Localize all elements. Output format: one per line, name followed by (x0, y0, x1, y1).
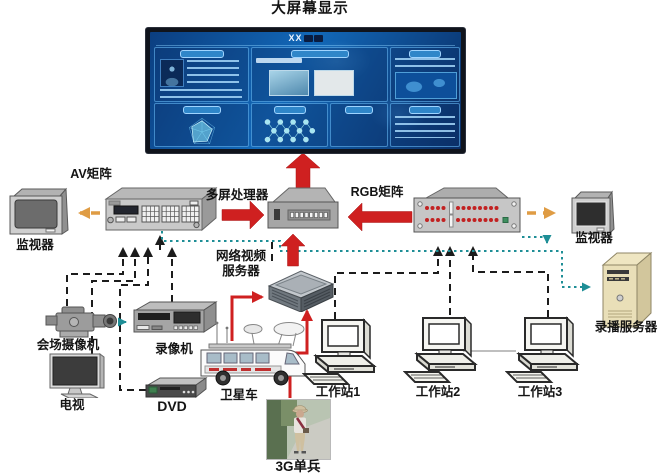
workstation-1-label: 工作站1 (315, 385, 361, 399)
redacted-block (313, 35, 323, 42)
panel-header (290, 50, 349, 58)
workstation-3-device (505, 316, 581, 388)
rgb-matrix-device (412, 186, 524, 238)
dashboard-network-panel (251, 103, 328, 147)
tv-device (48, 352, 108, 398)
nvs-to-processor-arrow (280, 233, 306, 267)
desktop-pc-icon (403, 316, 478, 383)
dashboard-aux-panel-2 (390, 103, 460, 147)
recorder-device (132, 300, 218, 340)
panel-header (273, 106, 306, 114)
dashboard-map-panel (390, 47, 460, 102)
av-matrix-label: AV矩阵 (70, 167, 112, 181)
network-video-server-label-line1: 网络视频 (215, 249, 266, 263)
avmatrix-to-processor-arrow (221, 200, 265, 230)
video-thumb-1 (269, 70, 309, 96)
desktop-pc-icon (302, 318, 377, 385)
dashboard: XX (150, 32, 461, 149)
monitor-left-label: 监视器 (16, 238, 54, 252)
panel-header (345, 106, 373, 114)
node-graph (264, 119, 316, 143)
venue-camera-device (44, 303, 120, 341)
crt-monitor-icon (9, 187, 69, 235)
camcorder-icon (45, 306, 117, 338)
panel-header (409, 50, 441, 58)
rgb-matrix-label: RGB矩阵 (350, 185, 404, 199)
main-red-arrows (221, 152, 413, 267)
dashboard-title: XX (150, 33, 461, 43)
record-server-label: 录播服务器 (594, 320, 658, 334)
dvd-player-icon (145, 377, 208, 399)
dashboard-aux-panel-1 (330, 103, 388, 147)
multi-screen-processor-device (265, 186, 341, 236)
soldier-photo-image (267, 400, 330, 459)
dvd-label: DVD (157, 398, 187, 414)
rgb-matrix-icon (413, 187, 521, 233)
avmatrix-to-recordserver-line (161, 231, 591, 292)
dashboard-profile-panel (154, 47, 249, 102)
av-matrix-device (104, 186, 218, 236)
diagram-title: 大屏幕显示 (271, 1, 349, 17)
tv-label: 电视 (59, 398, 85, 412)
satellite-van-device (197, 316, 313, 388)
av-matrix-icon (104, 186, 218, 232)
crt-monitor-icon (571, 190, 615, 235)
dashboard-divider (156, 45, 455, 46)
satellite-van-label: 卫星车 (220, 388, 258, 402)
workstation-2-device (403, 316, 479, 388)
profile-text-lines (160, 89, 242, 98)
aux-table-lines (395, 116, 455, 138)
profile-photo (160, 59, 184, 87)
dvd-device (144, 377, 208, 402)
mini-map (395, 72, 457, 99)
venue-camera-label: 会场摄像机 (36, 338, 100, 352)
processor-icon (267, 187, 339, 229)
network-video-server-label-line2: 服务器 (222, 264, 260, 278)
record-server-device (599, 251, 655, 333)
processor-label: 多屏处理器 (205, 188, 269, 202)
recorder-label: 录像机 (155, 342, 193, 356)
monitor-left-device (8, 186, 70, 238)
radar-chart (188, 117, 215, 145)
monitor-right-device (570, 189, 616, 237)
rgbmatrix-to-processor-arrow (347, 202, 413, 232)
dvd-to-avmatrix-line (119, 247, 153, 391)
camera-to-avmatrix-line (66, 247, 128, 306)
panel-header (182, 106, 221, 114)
dashboard-radar-panel (154, 103, 249, 147)
vcr-icon (133, 301, 218, 333)
desktop-pc-icon (505, 316, 580, 383)
network-server-icon (267, 270, 335, 312)
monitor-right-label: 监视器 (575, 231, 613, 245)
flat-tv-icon (49, 353, 105, 398)
workstation-1-device (302, 318, 378, 390)
network-video-server-device (266, 268, 336, 312)
workstation-3-label: 工作站3 (517, 385, 563, 399)
map-panel-text (395, 58, 455, 70)
video-thumb-2 (314, 70, 354, 96)
video-toolbar (256, 58, 302, 63)
van-to-nvs-line (230, 291, 264, 341)
rgbmatrix-to-recordline (522, 235, 552, 244)
tower-server-icon (601, 251, 653, 329)
panel-header (179, 50, 224, 58)
soldier-label: 3G单兵 (275, 459, 321, 474)
redacted-block (303, 35, 313, 42)
profile-text-lines (187, 60, 239, 84)
dashboard-video-panel (251, 47, 388, 102)
soldier-photo (266, 399, 331, 460)
big-screen-display: XX (146, 28, 465, 153)
workstation-2-label: 工作站2 (415, 385, 461, 399)
satellite-van-icon (200, 321, 306, 386)
panel-header (409, 106, 441, 114)
ws1-to-rgbmatrix-line (334, 246, 443, 319)
ws3-to-rgbmatrix-line (468, 246, 549, 317)
